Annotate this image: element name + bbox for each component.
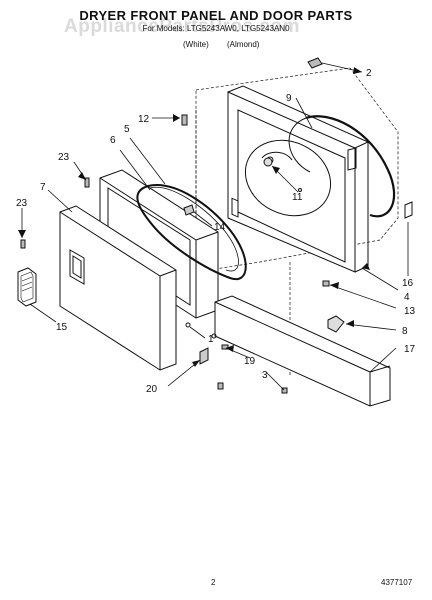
door-outer-panel — [59, 205, 177, 371]
panel-opening — [244, 139, 332, 217]
door-gasket — [136, 184, 247, 281]
front-panel — [227, 85, 370, 273]
toe-panel — [214, 295, 391, 407]
callout-17: 17 — [404, 344, 416, 355]
model-list: For Models: LTG5243AW0, LTG5243AN0 — [142, 24, 290, 33]
callout-12: 12 — [138, 114, 150, 125]
callout-19: 19 — [244, 356, 256, 367]
screws-and-clips — [20, 57, 345, 394]
callout-14: 14 — [214, 222, 226, 233]
front-panel-seal — [288, 115, 396, 218]
finish-white: (White) — [183, 40, 209, 49]
callout-4: 4 — [404, 292, 410, 303]
callout-13: 13 — [404, 306, 416, 317]
leader-lines — [21, 62, 409, 391]
callout-2: 2 — [366, 68, 372, 79]
callout-16: 16 — [402, 278, 414, 289]
callout-23-left: 23 — [16, 198, 28, 209]
callout-20: 20 — [146, 384, 158, 395]
callout-7: 7 — [40, 182, 46, 193]
callout-11: 11 — [292, 192, 303, 203]
door-handle-insert — [17, 267, 37, 307]
finish-almond: (Almond) — [227, 40, 260, 49]
callout-1: 1 — [208, 334, 214, 345]
callout-23-top: 23 — [58, 152, 70, 163]
panel-strip — [404, 201, 413, 219]
callout-labels: 1 2 3 4 5 6 7 8 9 11 12 13 14 15 16 17 1… — [16, 68, 416, 395]
callout-6: 6 — [110, 135, 116, 146]
callout-8: 8 — [402, 326, 408, 337]
callout-3: 3 — [262, 370, 268, 381]
callout-15: 15 — [56, 322, 68, 333]
callout-5: 5 — [124, 124, 130, 135]
page-number: 2 — [211, 578, 216, 587]
title-block: DRYER FRONT PANEL AND DOOR PARTS For Mod… — [0, 8, 432, 33]
callout-9: 9 — [286, 93, 292, 104]
diagram-title: DRYER FRONT PANEL AND DOOR PARTS — [79, 8, 353, 23]
leader-arrowheads — [18, 67, 370, 367]
document-number: 4377107 — [381, 578, 413, 587]
